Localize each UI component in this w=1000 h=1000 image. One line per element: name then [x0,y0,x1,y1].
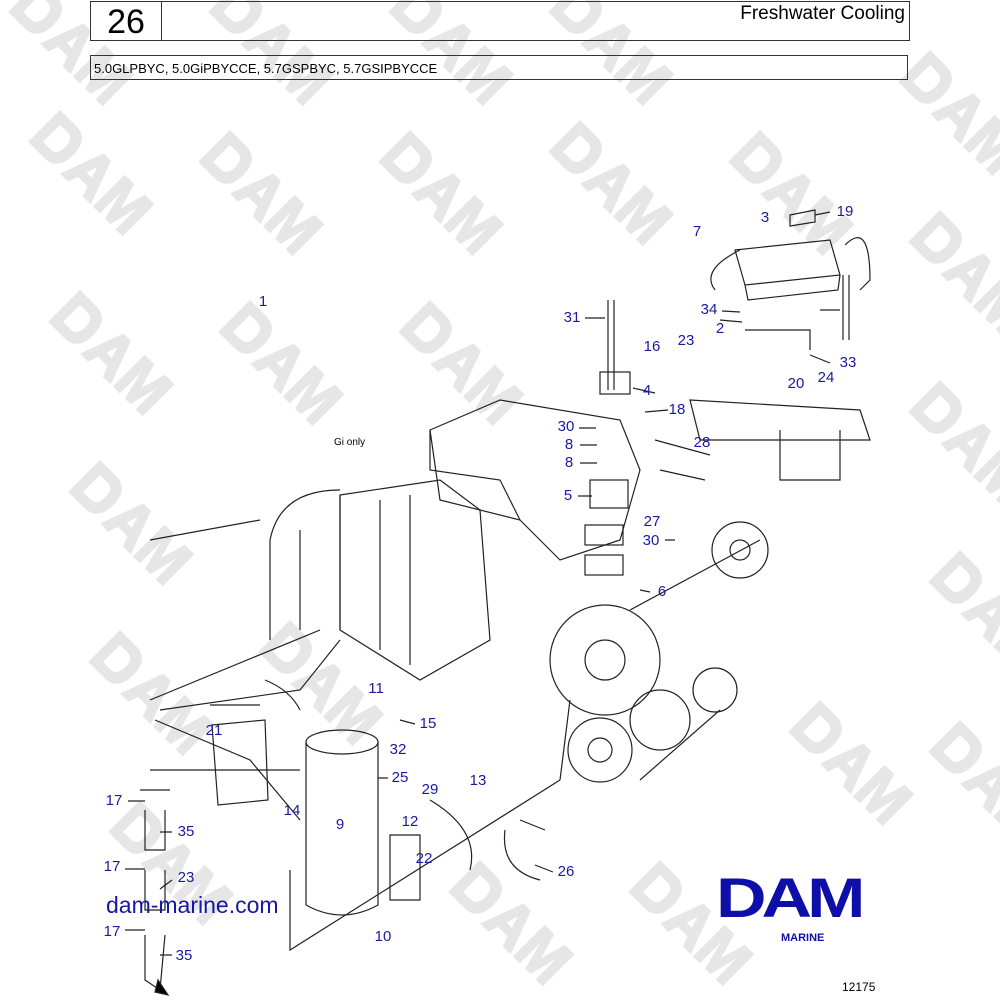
callout-label: 35 [175,947,193,964]
callout-label: 32 [389,741,407,758]
callout-label: 34 [700,301,718,318]
page-title: Freshwater Cooling [740,3,905,24]
callout-label: 35 [177,823,195,840]
callout-label: 20 [787,375,805,392]
callout-label: 21 [205,722,223,739]
callout-label: 30 [557,418,575,435]
callout-label: 12 [401,813,419,830]
callout-label: 5 [563,487,573,504]
callout-label: 26 [557,863,575,880]
callout-label: 16 [643,338,661,355]
callout-label: 11 [368,680,384,697]
gi-only-note: Gi only [334,437,366,448]
callout-label: 29 [421,781,439,798]
callout-label: 24 [817,369,835,386]
engine-models: 5.0GLPBYC, 5.0GiPBYCCE, 5.7GSPBYC, 5.7GS… [90,55,908,80]
callout-label: 2 [715,320,725,337]
callout-label: 6 [657,583,667,600]
callout-label: 7 [692,223,702,240]
page-header: 26 Freshwater Cooling [90,1,910,41]
callout-label: 27 [643,513,661,530]
callout-label: 18 [668,401,686,418]
callout-label: 9 [335,816,345,833]
callout-label: 19 [836,203,854,220]
callout-label: 4 [642,382,652,399]
callout-label: 17 [105,792,123,809]
callout-label: 23 [677,332,695,349]
diagram-code: 12175 [842,980,876,994]
logo-subtitle: MARINE [781,932,825,944]
callout-label: 3 [760,209,770,226]
callout-label: 30 [642,532,660,549]
page-number: 26 [91,2,162,41]
callout-label: 28 [693,434,711,451]
callout-label: 13 [469,772,487,789]
callout-label: 23 [177,869,195,886]
callout-label: 10 [374,928,392,945]
callout-label: 25 [391,769,409,786]
callout-label: 15 [419,715,437,732]
callout-label: 8 [564,436,574,453]
callout-label: 17 [103,858,121,875]
callout-label: 1 [258,293,268,310]
callout-label: 17 [103,923,121,940]
dam-logo: DAM [716,866,865,929]
callout-label: 33 [839,354,857,371]
callout-label: 8 [564,454,574,471]
callout-label: 14 [283,802,301,819]
callout-label: 22 [415,850,433,867]
callout-label: 31 [563,309,581,326]
website-link[interactable]: dam-marine.com [106,892,279,918]
